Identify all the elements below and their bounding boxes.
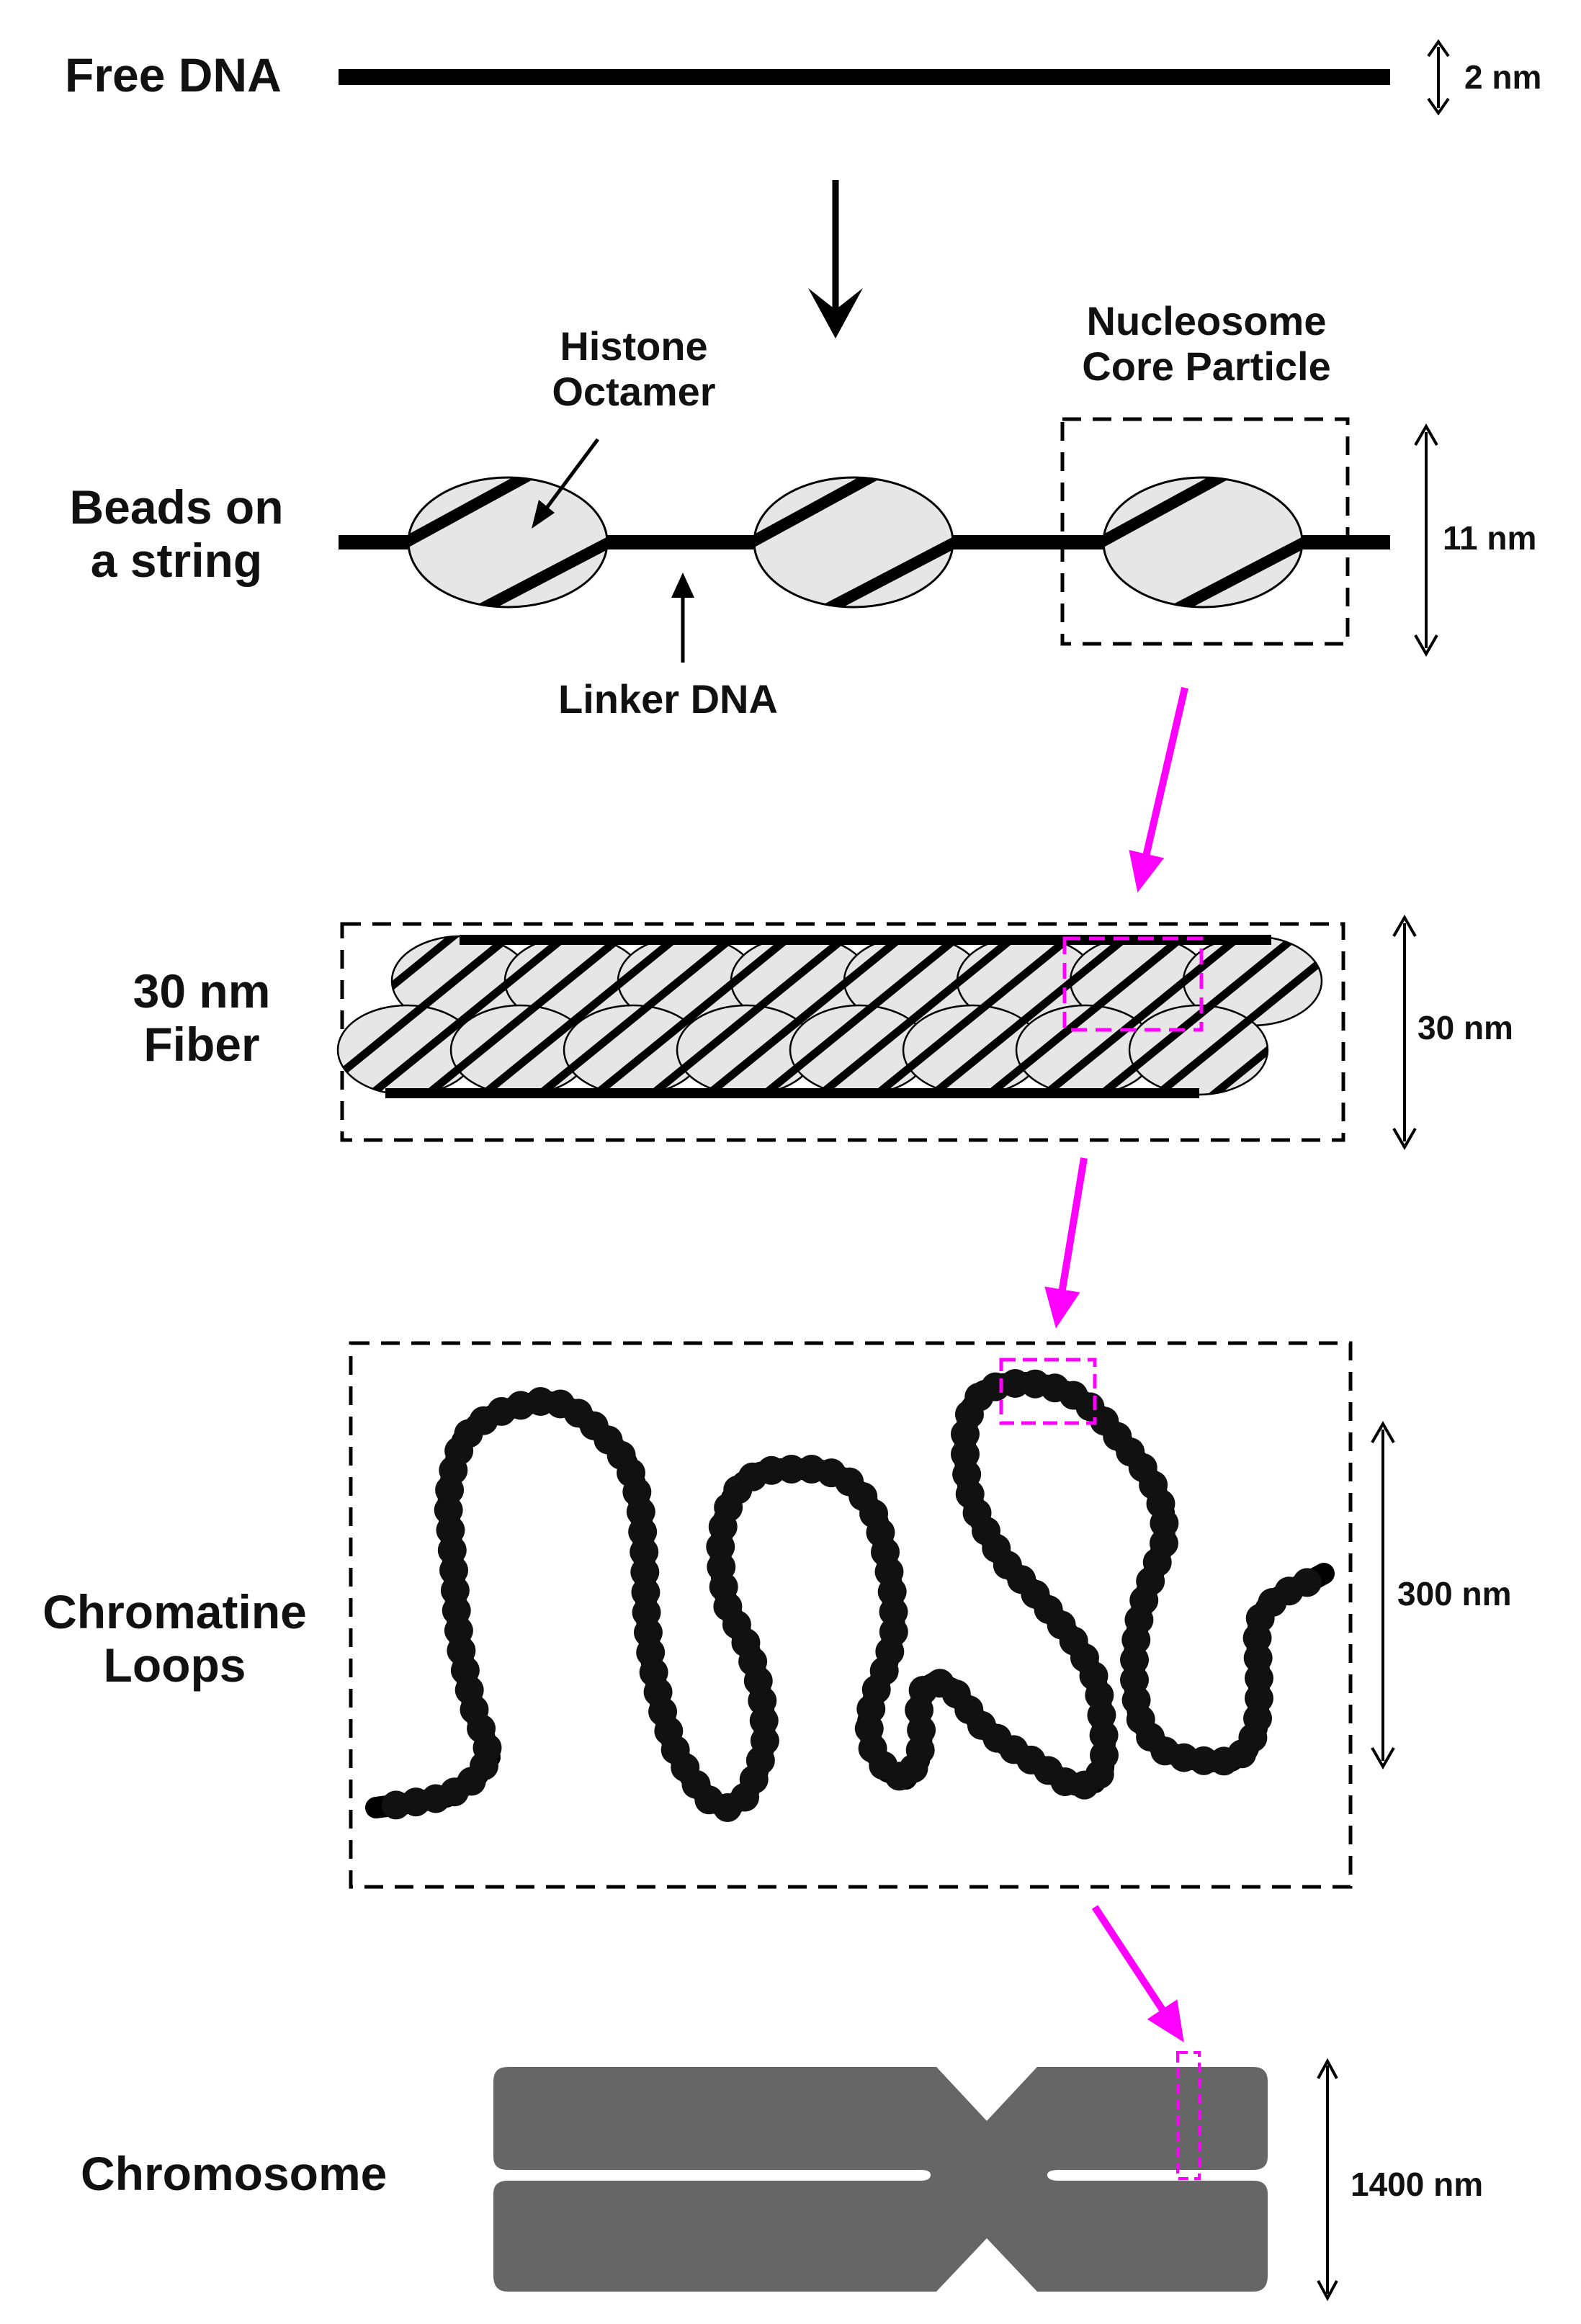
beads-size: 11 nm (1443, 519, 1537, 557)
nucleosome-beads (407, 476, 1304, 609)
nucleosome-bead (1102, 476, 1304, 609)
linker-dna-label: Linker DNA (558, 676, 778, 722)
chromatin-bead (707, 1552, 736, 1582)
fiber-zoom-box (1062, 936, 1204, 1032)
free-dna-label: Free DNA (65, 48, 282, 102)
loops-dashed-box (349, 1341, 1353, 1889)
chromosome-size: 1400 nm (1351, 2166, 1484, 2203)
loops-size: 300 nm (1397, 1575, 1512, 1612)
linker-dna-pointer (671, 573, 694, 663)
free-dna-size: 2 nm (1464, 58, 1542, 96)
histone-octamer-pointer (532, 438, 600, 529)
histone-octamer-line1: Histone (560, 323, 708, 369)
nucleosome-core-line1: Nucleosome (1086, 298, 1327, 344)
transition-arrow-1 (808, 180, 863, 338)
30nm-fiber (336, 935, 1323, 1098)
free-dna-size-arrow (1427, 39, 1450, 116)
zoom-arrow-1 (1129, 686, 1188, 893)
loops-label-line2: Loops (103, 1638, 246, 1692)
loops-label: Chromatine Loops (14, 1585, 335, 1692)
chromatin-bead (1090, 1741, 1119, 1770)
chromosome-size-arrow (1317, 2058, 1338, 2302)
chromatin-bead (1245, 1684, 1273, 1713)
fiber-label-line2: Fiber (143, 1017, 260, 1071)
chromatin-bead (1150, 1509, 1179, 1538)
histone-octamer-label: Histone Octamer (519, 323, 749, 414)
chromatin-bead (630, 1537, 659, 1566)
histone-octamer-line2: Octamer (552, 368, 716, 414)
chromatin-bead (630, 1557, 660, 1587)
beads-label: Beads on a string (29, 480, 324, 588)
fiber-size: 30 nm (1417, 1009, 1513, 1046)
beads-label-line1: Beads on (69, 480, 284, 534)
chromatin-loop-chain (365, 1368, 1335, 1822)
chromatin-bead (1189, 1746, 1219, 1775)
chromatin-bead (776, 1455, 806, 1484)
chromatin-bead (1120, 1645, 1149, 1674)
nucleosome-core-box (1060, 417, 1350, 646)
chromatin-bead (631, 1577, 660, 1607)
fiber-dashed-box (340, 922, 1345, 1142)
fiber-size-arrow (1392, 914, 1417, 1151)
fiber-label: 30 nm Fiber (86, 964, 317, 1072)
chromatin-bead (750, 1726, 779, 1756)
chromatin-bead (879, 1597, 908, 1627)
loops-size-arrow (1371, 1420, 1395, 1770)
beads-size-arrow (1414, 423, 1438, 658)
zoom-arrow-3 (1091, 1905, 1184, 2042)
chromatin-bead (1292, 1568, 1322, 1597)
nucleosome-core-line2: Core Particle (1082, 343, 1331, 389)
nucleosome-bead (753, 476, 954, 609)
chromatin-bead (951, 1440, 980, 1469)
fiber-label-line1: 30 nm (133, 964, 271, 1018)
zoom-arrow-2 (1044, 1157, 1088, 1329)
chromatin-bead (1000, 1368, 1030, 1398)
nucleosome-bead (407, 476, 609, 609)
beads-label-line2: a string (90, 533, 263, 587)
nucleosome-core-label: Nucleosome Core Particle (1041, 298, 1372, 389)
chromosome-label: Chromosome (81, 2147, 388, 2200)
chromosome-shape (493, 2067, 1268, 2292)
loops-label-line1: Chromatine (42, 1585, 307, 1638)
chromosome-zoom-box (1176, 2051, 1201, 2180)
loops-zoom-box (999, 1358, 1097, 1425)
